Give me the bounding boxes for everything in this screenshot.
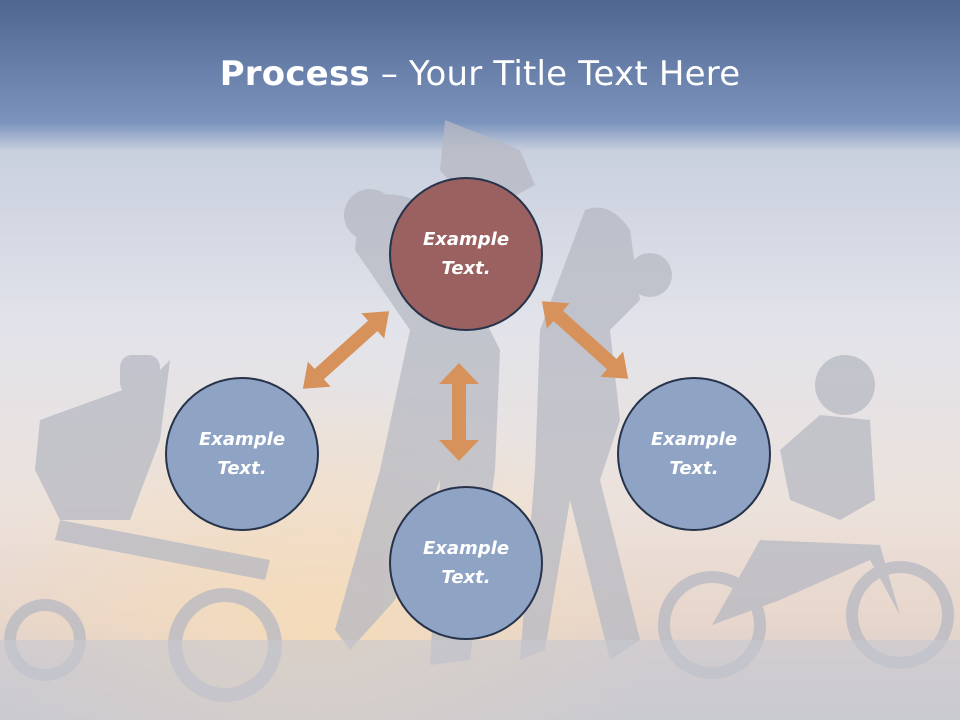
node-bottom-label: Example Text. [422,538,510,588]
node-left: Example Text. [165,377,319,531]
node-top: Example Text. [389,177,543,331]
slide-title: Process – Your Title Text Here [0,52,960,96]
node-right: Example Text. [617,377,771,531]
node-top-label: Example Text. [422,229,510,279]
node-bottom: Example Text. [389,486,543,640]
title-bold-text: Process [219,54,370,94]
title-rest-text: – Your Title Text Here [369,54,741,94]
arrow-vertical [439,363,479,461]
node-right-label: Example Text. [650,429,738,479]
node-left-label: Example Text. [198,429,286,479]
arrow-top-left [302,311,390,389]
arrow-top-right [541,301,629,379]
